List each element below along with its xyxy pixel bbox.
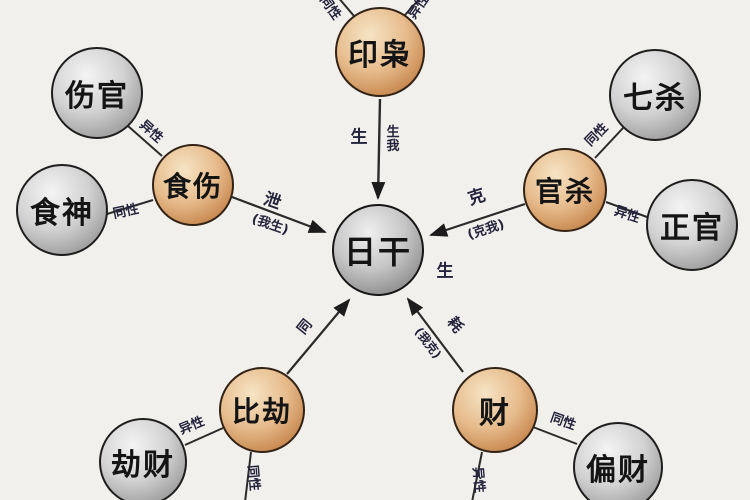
edge-guansha-to-rigan: [429, 202, 526, 237]
label-yixing-cai-bottom: 异性: [469, 466, 487, 494]
node-shishen: 食神: [16, 164, 108, 256]
edge-qisha-guansha: [594, 126, 625, 159]
edge-yinxiao-offscreen-topleft: [339, 0, 355, 17]
edge-cai-to-rigan: [406, 297, 464, 373]
edge-shangguan-shishang: [127, 125, 163, 157]
node-shishang: 食伤: [152, 144, 234, 226]
edge-yinxiao-to-rigan: [371, 98, 386, 200]
edge-shishen-shishang: [106, 199, 154, 215]
node-shangguan: 伤官: [51, 47, 143, 139]
label-shengwo-generates-me: 生我: [386, 124, 400, 154]
node-bijie: 比劫: [219, 367, 305, 453]
node-piancai: 偏财: [573, 422, 663, 500]
label-sheng-generates: 生: [350, 127, 368, 148]
label-tongxing-bijie-bottom: 同性: [244, 464, 262, 492]
node-cai: 财: [452, 367, 538, 453]
label-sheng-standalone: 生: [436, 261, 454, 282]
edge-piancai-cai: [532, 426, 578, 445]
edge-bijie-offscreen-bottom: [244, 451, 252, 500]
edge-yinxiao-offscreen-topright: [404, 0, 420, 16]
edge-bijie-to-rigan: [286, 298, 351, 375]
edge-jiecai-bijie: [184, 427, 224, 446]
node-zhengguan: 正官: [646, 179, 738, 271]
node-jiecai: 劫财: [99, 418, 187, 500]
edge-cai-offscreen-bottom: [471, 451, 483, 500]
node-qisha: 七杀: [609, 49, 701, 141]
edge-zhengguan-guansha: [605, 201, 648, 218]
node-guansha: 官杀: [523, 148, 607, 232]
node-rigan-day-master: 日干: [332, 204, 424, 296]
node-yinxiao: 印枭: [335, 7, 425, 97]
edge-shishang-to-rigan: [231, 195, 327, 234]
